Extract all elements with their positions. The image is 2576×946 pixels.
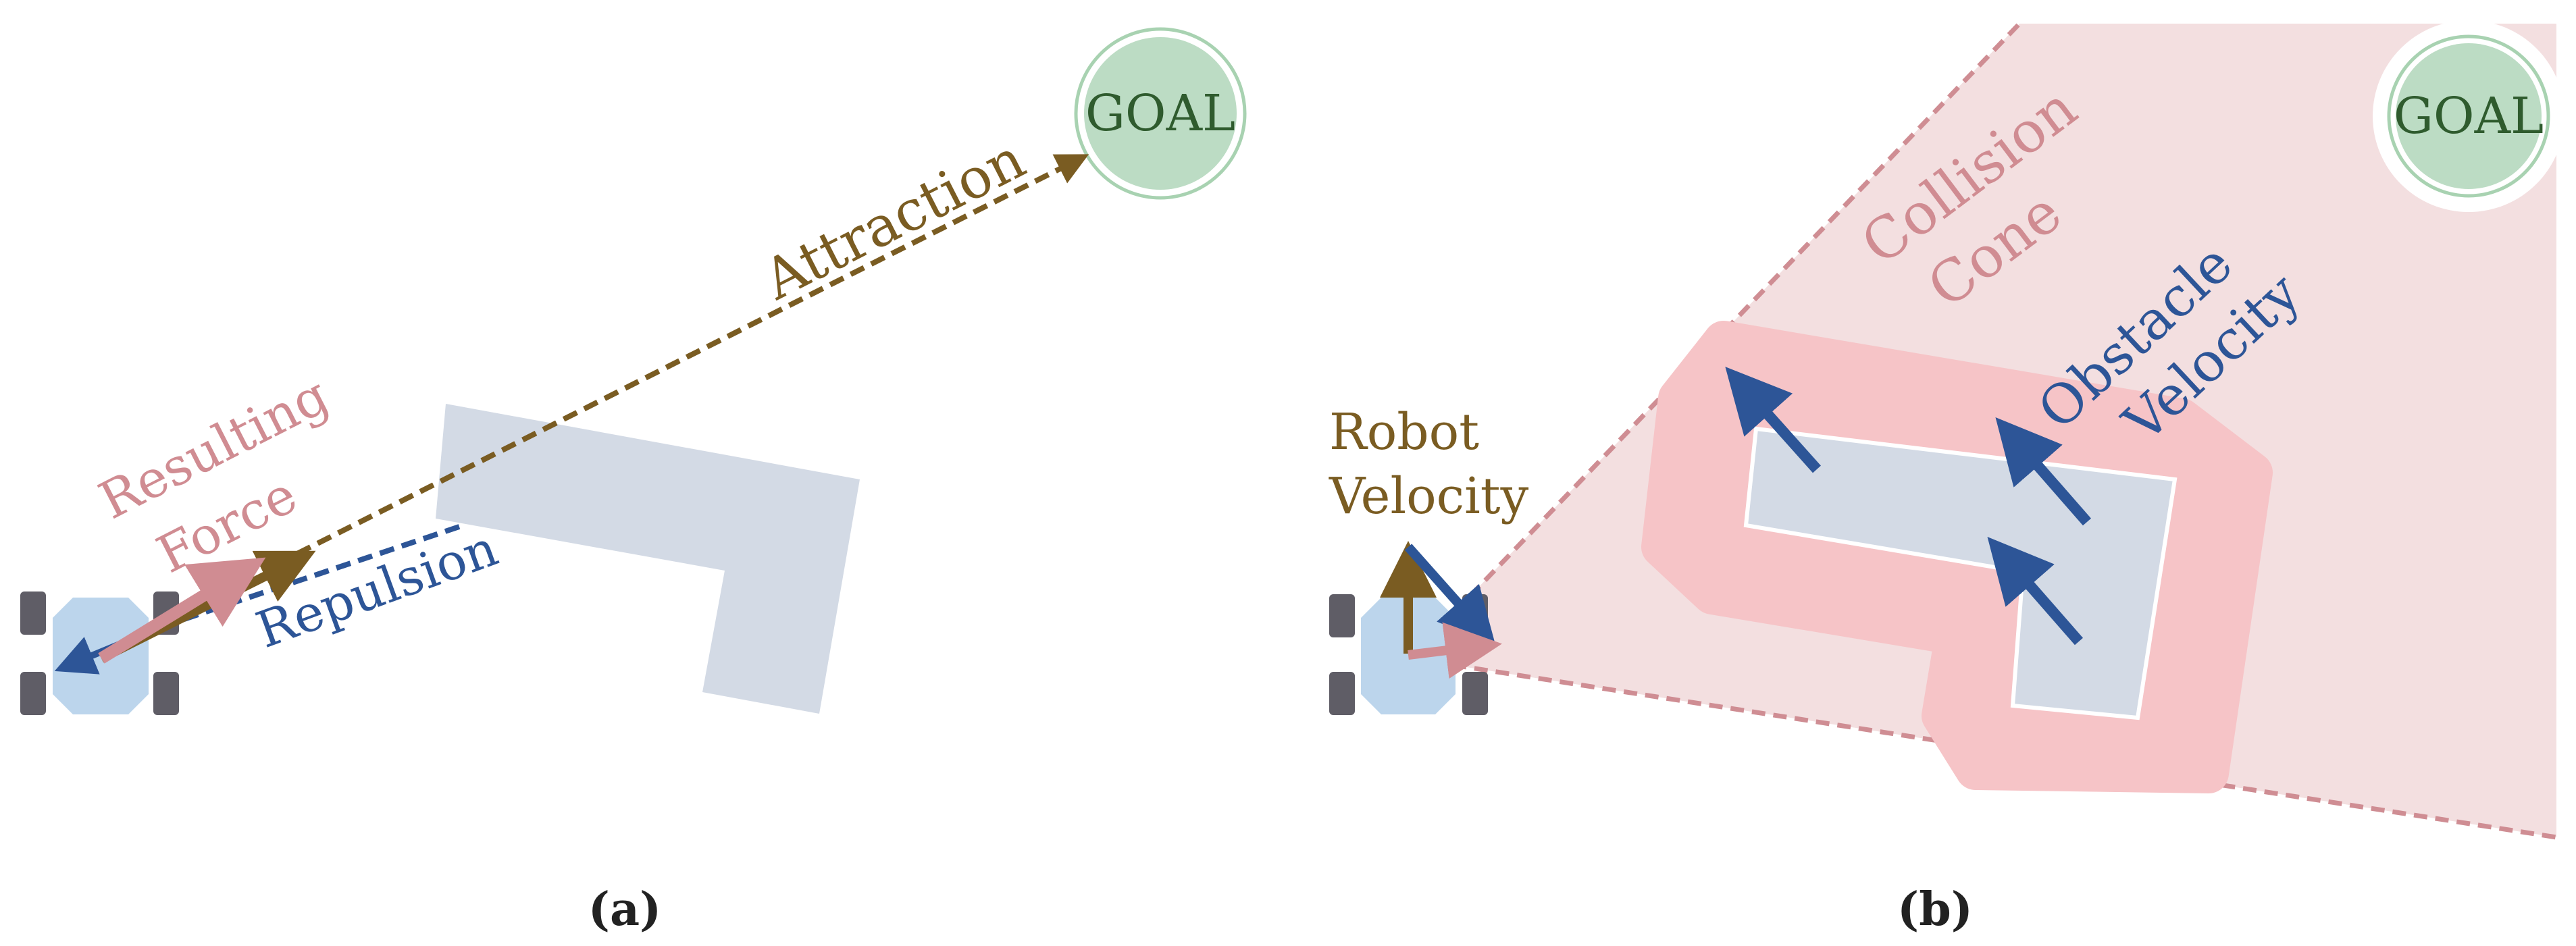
goal-label: GOAL <box>1085 84 1235 142</box>
caption-a: (a) <box>588 883 661 937</box>
attraction-label: Attraction <box>753 127 1035 313</box>
obstacle-velocity-arrow <box>1725 367 1821 473</box>
robot-wheel <box>20 672 46 715</box>
robot-velocity-label-line1: Robot <box>1329 403 1479 461</box>
attraction-vector <box>296 154 1089 556</box>
relative-velocity-vector <box>1408 622 1502 679</box>
repulsion-label: Repulsion <box>249 519 505 660</box>
robot-wheel <box>1329 594 1355 637</box>
robot-wheel <box>1329 672 1355 715</box>
panel-a: GOAL Attraction Repulsion Resulting Forc… <box>20 27 1247 937</box>
obstacle-velocity-arrow <box>1987 536 2084 646</box>
caption-b: (b) <box>1897 883 1973 937</box>
resulting-force-label: Resulting Force <box>90 365 338 585</box>
robot-wheel <box>1462 672 1488 715</box>
robot-velocity-label-line2: Velocity <box>1329 467 1529 525</box>
goal-label: GOAL <box>2394 87 2544 145</box>
panel-b: GOAL Collision Cone Obstacle Velocity <box>1329 20 2565 937</box>
obstacle-shape <box>436 404 860 714</box>
robot-wheel <box>153 672 179 715</box>
resulting-force-vector <box>98 557 266 664</box>
robot-body <box>1361 598 1456 714</box>
goal-marker: GOAL <box>2373 20 2565 212</box>
goal-marker: GOAL <box>1074 27 1247 200</box>
obstacle-velocity-arrow <box>1995 417 2092 526</box>
robot-wheel <box>20 592 46 635</box>
